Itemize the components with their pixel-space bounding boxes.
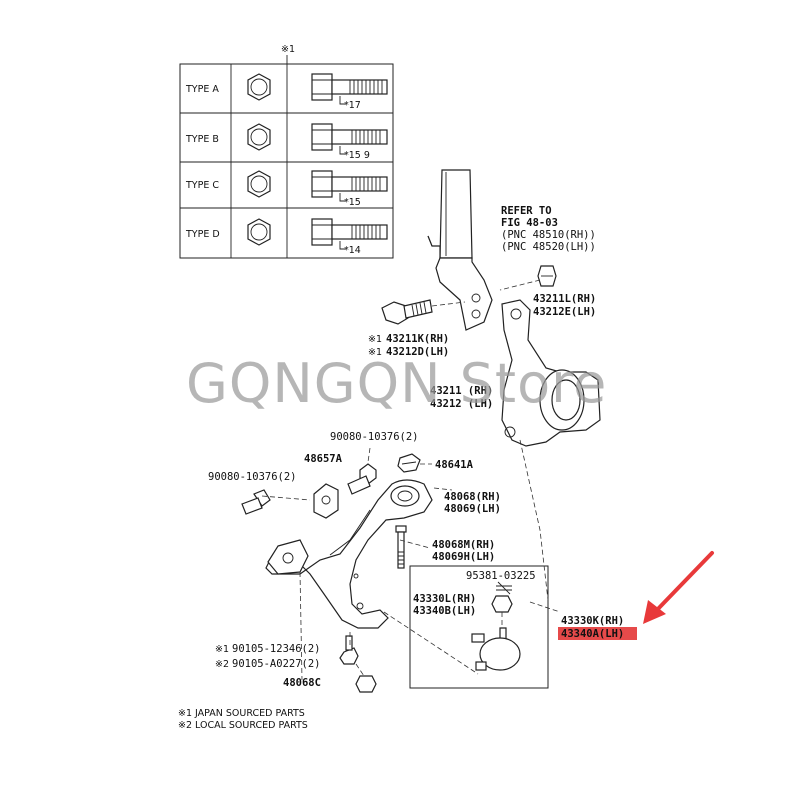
- label-43211: 43211 (RH): [430, 385, 493, 397]
- label-48068m: 48068M(RH): [432, 539, 495, 551]
- bolt-43211k-drawing: [381, 299, 433, 325]
- watermark-text: GQNGQN Store: [186, 352, 607, 415]
- type-d-mark: *14: [344, 245, 361, 256]
- label-43340a: 43340A(LH): [561, 628, 624, 640]
- type-a-mark: *17: [344, 100, 361, 111]
- type-a-head-icon: [247, 73, 271, 101]
- label-43212d: 43212D(LH): [386, 346, 449, 358]
- label-90080-top: 90080-10376(2): [330, 431, 419, 443]
- type-c-head-icon: [247, 170, 271, 198]
- bolt-90080-left-drawing: [241, 489, 271, 515]
- type-d-bolt-icon: [311, 218, 388, 250]
- type-d-label: TYPE D: [185, 229, 220, 240]
- type-c-bolt-icon: [311, 170, 388, 202]
- bolt-90080-top-drawing: [347, 463, 377, 495]
- label-43211k: 43211K(RH): [386, 333, 449, 345]
- type-b-label: TYPE B: [185, 134, 219, 145]
- label-43212: 43212 (LH): [430, 398, 493, 410]
- label-43330k: 43330K(RH): [561, 615, 624, 627]
- refer-line-1: REFER TO: [501, 205, 552, 217]
- bracket-48657a-drawing: [313, 483, 339, 519]
- label-95381: 95381-03225: [466, 570, 536, 582]
- label-48069h: 48069H(LH): [432, 551, 495, 563]
- nut-48068c-drawing: [355, 675, 377, 693]
- cotter-pin-drawing: [496, 581, 512, 595]
- nut-48641a-drawing: [397, 453, 421, 473]
- label-48068-rh: 48068(RH): [444, 491, 501, 503]
- bolt-90105-drawing: [339, 635, 359, 665]
- bolt-48068m-drawing: [395, 525, 407, 569]
- refer-line-3: (PNC 48510(RH)): [501, 229, 596, 241]
- footnote-2: ※2 LOCAL SOURCED PARTS: [178, 720, 308, 731]
- label-90105-2: 90105-A0227(2): [232, 658, 321, 670]
- type-b-mark: *15 9: [344, 150, 370, 161]
- label-43211k-mark: ※1: [368, 334, 382, 345]
- label-43340b: 43340B(LH): [413, 605, 476, 617]
- type-a-label: TYPE A: [185, 84, 219, 95]
- label-43211l: 43211L(RH): [533, 293, 596, 305]
- footnote-1: ※1 JAPAN SOURCED PARTS: [178, 708, 305, 719]
- label-43330l: 43330L(RH): [413, 593, 476, 605]
- strut-assembly-drawing: [427, 169, 493, 331]
- label-48657a: 48657A: [304, 453, 343, 465]
- type-table-header: ※1: [281, 44, 295, 55]
- label-48069-lh: 48069(LH): [444, 503, 501, 515]
- label-90080-left: 90080-10376(2): [208, 471, 297, 483]
- lower-control-arm-drawing: [265, 479, 433, 629]
- label-43212d-mark: ※1: [368, 347, 382, 358]
- bolt-type-table: ※1 TYPE A *17 TYPE B: [179, 44, 394, 259]
- label-90105-1: 90105-12346(2): [232, 643, 321, 655]
- refer-line-4: (PNC 48520(LH)): [501, 241, 596, 253]
- type-a-bolt-icon: [311, 73, 388, 105]
- type-c-label: TYPE C: [185, 180, 219, 191]
- label-90105-2-mark: ※2: [215, 659, 229, 670]
- label-48641a: 48641A: [435, 459, 474, 471]
- label-43212e: 43212E(LH): [533, 306, 596, 318]
- label-90105-1-mark: ※1: [215, 644, 229, 655]
- type-b-bolt-icon: [311, 123, 388, 155]
- refer-line-2: FIG 48-03: [501, 217, 558, 229]
- type-d-head-icon: [247, 218, 271, 246]
- highlight-43340a: [558, 627, 637, 640]
- steering-knuckle-drawing: [501, 299, 601, 447]
- ball-joint-nut-drawing: [491, 595, 513, 613]
- ball-joint-drawing: [471, 627, 521, 671]
- type-c-mark: *15: [344, 197, 361, 208]
- nut-43211l-drawing: [537, 265, 557, 287]
- label-48068c: 48068C: [283, 677, 321, 689]
- red-arrow-icon: [643, 551, 714, 624]
- ball-joint-group-box: [409, 565, 549, 689]
- type-b-head-icon: [247, 123, 271, 151]
